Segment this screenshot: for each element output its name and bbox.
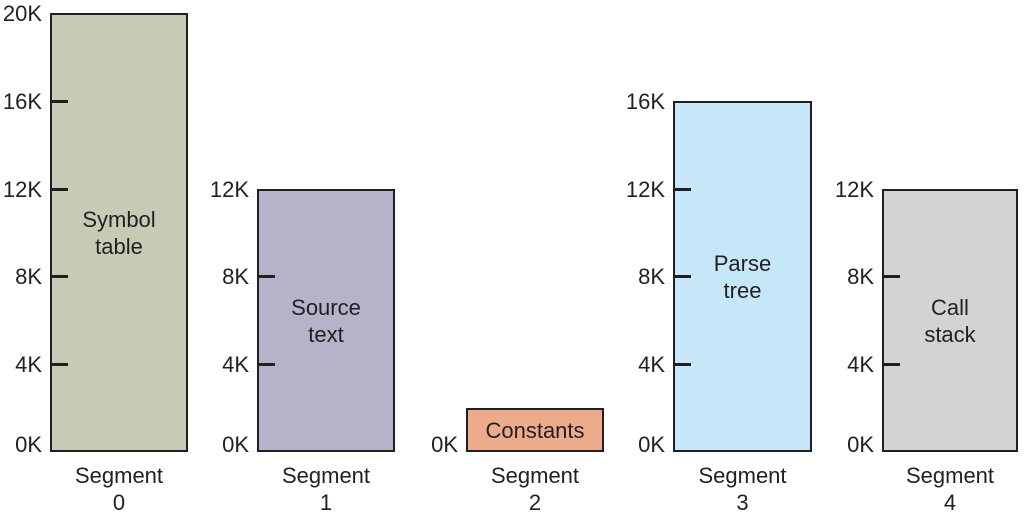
segment-3-caption-line: Segment [698, 463, 787, 488]
segment-0-tick-4k: 4K [15, 352, 42, 377]
segment-4-tick-4k: 4K [847, 352, 874, 377]
segment-0-tick-20k: 20K [2, 1, 42, 26]
segment-2-tick-0k: 0K [431, 432, 458, 457]
segment-3-content-label: tree [723, 277, 762, 303]
segment-3-tick-dash-12k [673, 188, 691, 191]
segment-0-tick-dash-4k [50, 363, 68, 366]
segment-3-tick-4k: 4K [638, 352, 665, 377]
segment-3-tick-12k: 12K [625, 177, 665, 202]
segment-4-content-label: Call [931, 294, 969, 320]
segment-4-tick-dash-8k [882, 275, 900, 278]
segment-0-tick-dash-12k [50, 188, 68, 191]
segment-4-tick-8k: 8K [847, 264, 874, 289]
segment-4-caption-line: Segment [905, 463, 995, 488]
segment-4-tick-dash-4k [882, 363, 900, 366]
segment-0-tick-0k: 0K [15, 432, 42, 457]
segment-1-tick-0k: 0K [222, 432, 249, 457]
segment-3-tick-8k: 8K [638, 264, 665, 289]
segment-2-content-label: Constants [485, 417, 585, 443]
segment-0-content-label: table [95, 233, 143, 259]
segment-1-content-label: text [308, 321, 344, 347]
segment-4-content-label: stack [924, 321, 976, 347]
segment-3-tick-16k: 16K [625, 89, 665, 114]
segment-2-caption-line: Segment [490, 463, 580, 488]
segment-0-tick-8k: 8K [15, 264, 42, 289]
segment-0-tick-dash-16k [50, 100, 68, 103]
segment-0-tick-12k: 12K [2, 177, 42, 202]
segment-1-tick-12k: 12K [209, 177, 249, 202]
segment-1-tick-dash-4k [257, 363, 275, 366]
segment-1-caption-line: Segment [281, 463, 371, 488]
segment-0-tick-dash-8k [50, 275, 68, 278]
segment-1-tick-8k: 8K [222, 264, 249, 289]
segment-2-bar: Constants [466, 408, 604, 452]
segment-4-tick-0k: 0K [847, 432, 874, 457]
segment-1-caption-line: 1 [319, 490, 333, 515]
segment-2-caption-line: 2 [528, 490, 542, 515]
segment-3-tick-dash-4k [673, 363, 691, 366]
segment-4-caption-line: 4 [943, 490, 957, 515]
segment-0-caption-line: 0 [112, 490, 126, 515]
segment-3-content-label: Parse [713, 250, 772, 276]
segment-3-caption-line: 3 [736, 490, 749, 515]
segment-3-tick-0k: 0K [638, 432, 665, 457]
segment-3-tick-dash-8k [673, 275, 691, 278]
segment-1-tick-4k: 4K [222, 352, 249, 377]
segment-1-content-label: Source [291, 294, 361, 320]
segment-0-content-label: Symbol [82, 206, 156, 232]
segment-0-caption-line: Segment [74, 463, 164, 488]
segment-0-tick-16k: 16K [2, 89, 42, 114]
segment-1-tick-dash-8k [257, 275, 275, 278]
segment-4-tick-12k: 12K [834, 177, 874, 202]
